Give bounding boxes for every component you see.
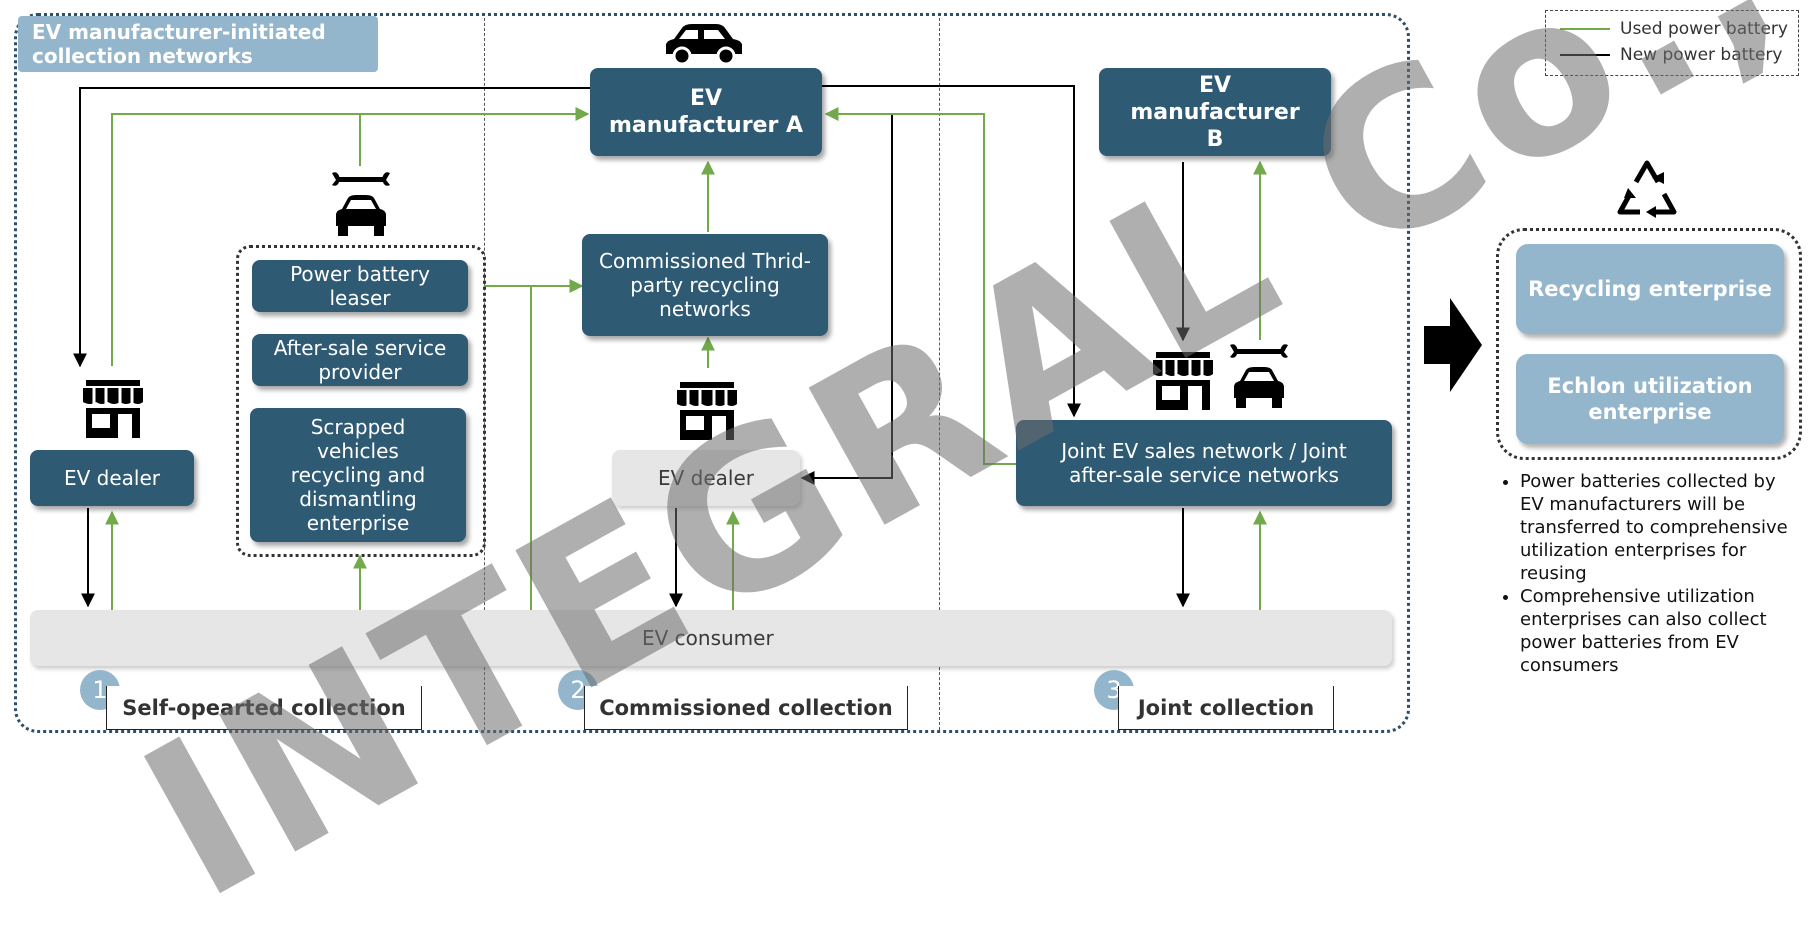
after-sale-service-provider: After-sale service provider bbox=[252, 334, 468, 386]
ev-dealer-commissioned: EV dealer bbox=[612, 450, 800, 506]
joint-sales-service-network: Joint EV sales network / Joint after-sal… bbox=[1016, 420, 1392, 506]
repair-car-icon bbox=[332, 172, 390, 236]
store-icon bbox=[1153, 352, 1213, 410]
section-3-caption: Joint collection bbox=[1118, 686, 1334, 730]
legend: Used power battery New power battery bbox=[1545, 10, 1799, 76]
comprehensive-utilization-frame bbox=[1496, 228, 1802, 460]
legend-used: Used power battery bbox=[1560, 19, 1788, 39]
note-item: Comprehensive utilization enterprises ca… bbox=[1520, 585, 1798, 677]
repair-car-icon bbox=[1230, 344, 1288, 408]
recycling-enterprise: Recycling enterprise bbox=[1516, 244, 1784, 334]
legend-new-line bbox=[1560, 54, 1610, 56]
ev-consumer-label: EV consumer bbox=[642, 626, 774, 650]
diagram-title: EV manufacturer-initiated collection net… bbox=[18, 16, 378, 72]
car-icon bbox=[666, 24, 742, 66]
note-item: Power batteries collected by EV manufact… bbox=[1520, 470, 1798, 585]
echelon-utilization-enterprise: Echlon utilization enterprise bbox=[1516, 354, 1784, 444]
notes: Power batteries collected by EV manufact… bbox=[1498, 470, 1798, 677]
legend-used-label: Used power battery bbox=[1620, 19, 1788, 39]
section-divider-2 bbox=[939, 18, 940, 730]
scrapped-vehicles-enterprise: Scrapped vehicles recycling and dismantl… bbox=[250, 408, 466, 542]
legend-new-label: New power battery bbox=[1620, 45, 1783, 65]
legend-used-line bbox=[1560, 28, 1610, 30]
ev-dealer-self-operated: EV dealer bbox=[30, 450, 194, 506]
section-2-caption: Commissioned collection bbox=[584, 686, 908, 730]
power-battery-leaser: Power battery leaser bbox=[252, 260, 468, 312]
commissioned-third-party-networks: Commissioned Thrid-party recycling netwo… bbox=[582, 234, 828, 336]
ev-manufacturer-b: EV manufacturer B bbox=[1099, 68, 1331, 156]
right-arrow-icon bbox=[1424, 298, 1482, 392]
recycle-icon bbox=[1617, 160, 1677, 218]
ev-manufacturer-a: EV manufacturer A bbox=[590, 68, 822, 156]
store-icon bbox=[83, 380, 143, 438]
section-1-caption: Self-opearted collection bbox=[106, 686, 422, 730]
connector-arrows bbox=[73, 85, 1267, 612]
legend-new: New power battery bbox=[1560, 45, 1782, 65]
collection-networks-frame bbox=[14, 13, 1410, 733]
service-group-frame bbox=[236, 245, 486, 557]
ev-consumer-bar: EV consumer bbox=[30, 610, 1392, 666]
store-icon bbox=[677, 382, 737, 440]
